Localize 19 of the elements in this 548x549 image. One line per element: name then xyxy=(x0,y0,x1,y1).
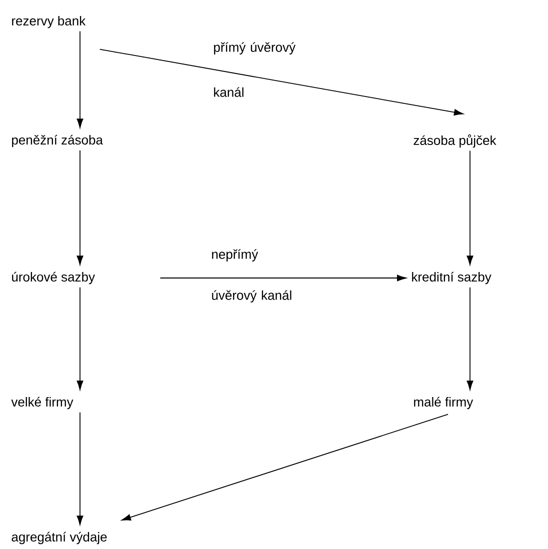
edge-label: přímý úvěrový kanál xyxy=(214,42,296,97)
node-label: peněžní zásoba xyxy=(12,134,103,148)
arrow xyxy=(76,286,84,390)
node-label: kreditní sazby xyxy=(412,272,492,284)
node-label: úrokové sazby xyxy=(12,272,95,284)
arrow xyxy=(466,150,474,265)
arrow xyxy=(99,48,464,116)
node-label: velké firmy xyxy=(11,396,74,410)
node-label: zásoba půjček xyxy=(414,134,496,148)
arrow xyxy=(76,30,84,128)
node-label: malé firmy xyxy=(414,396,474,410)
arrow xyxy=(160,274,406,282)
arrow xyxy=(76,150,84,265)
arrow xyxy=(122,414,448,520)
node-label: agregátní výdaje xyxy=(12,532,107,544)
node-label: rezervy bank xyxy=(12,16,86,28)
edge-label: nepřímý úvěrový kanál xyxy=(212,249,292,302)
arrow xyxy=(76,412,84,525)
arrow xyxy=(466,286,474,390)
